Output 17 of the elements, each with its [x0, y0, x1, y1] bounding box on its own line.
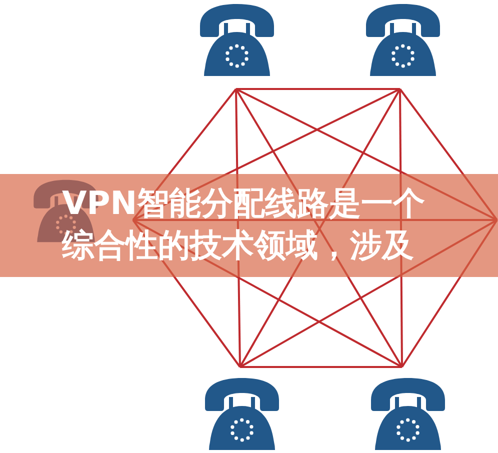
- connection-line: [132, 88, 400, 221]
- connection-line: [236, 88, 400, 90]
- connection-line: [401, 219, 498, 368]
- connection-line: [133, 219, 497, 221]
- connection-line: [399, 88, 498, 221]
- connection-line: [132, 88, 237, 221]
- telephone-icon: [197, 3, 277, 77]
- connection-line: [132, 219, 241, 368]
- telephone-icon: [363, 3, 443, 77]
- connection-line: [240, 219, 498, 368]
- connection-line: [236, 88, 498, 221]
- telephone-icon: [368, 377, 448, 451]
- connection-line: [132, 219, 402, 368]
- telephone-icon: [202, 377, 282, 451]
- connection-line: [240, 366, 402, 368]
- connection-line: [399, 89, 403, 367]
- connection-line: [235, 88, 241, 368]
